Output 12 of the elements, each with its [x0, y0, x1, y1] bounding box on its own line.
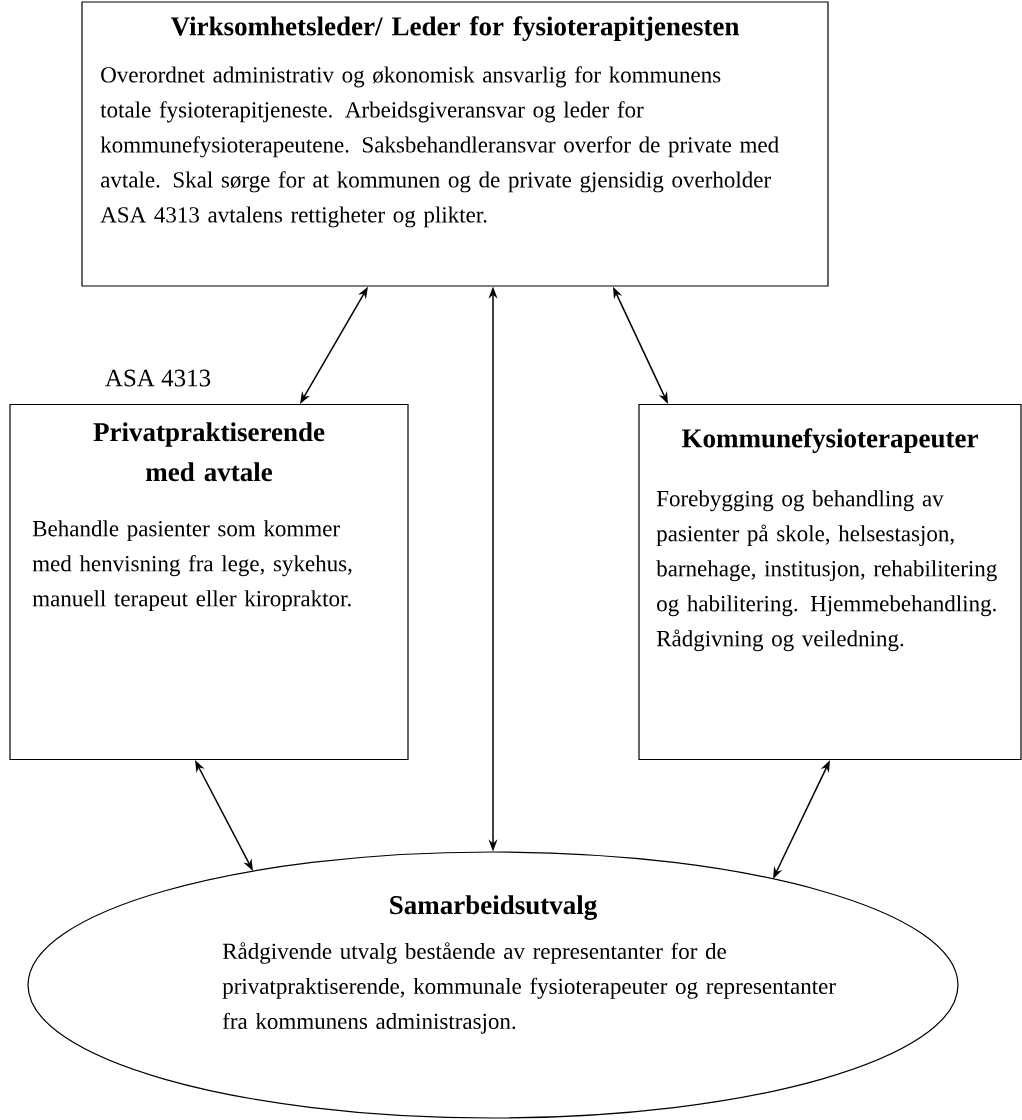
ellipse	[27, 851, 959, 1119]
heading: Virksomhetsleder/ Leder for fysioterapitjenesten	[170, 16, 740, 42]
heading: Samarbeidsutvalg	[390, 895, 597, 920]
box	[638, 403, 1022, 761]
body-text: Rådgivende utvalg bestående av representanter for de privatpraktiserende, kommunale fysioterapeuter og representanter fra kommunens administrasjon.	[222, 942, 836, 1034]
body-text: Overordnet administrativ og økonomisk ansvarlig for kommunens totale fysioterapitjeneste. Arbeidsgiveransvar og leder for kommunefysioterapeutene. Saksbehandleransvar overfor de private med avtale. Skal sørge for at kommunen og de private gjensidig overholder ASA 4313 avtalens rettigheter og plikter.	[100, 66, 779, 228]
heading: Privatpraktiserende med avtale	[93, 422, 325, 482]
body-text: Behandle pasienter som kommer med henvisning fra lege, sykehus, manuell terapeut eller kiropraktor.	[32, 520, 352, 612]
box	[9, 403, 409, 761]
heading: Kommunefysioterapeuter	[682, 428, 978, 454]
box	[81, 1, 829, 287]
body-text: Forebygging og behandling av pasienter på skole, helsestasjon, barnehage, institusjon, rehabilitering og habilitering. Hjemmebehandling. Rådgivning og veiledning.	[656, 490, 997, 652]
